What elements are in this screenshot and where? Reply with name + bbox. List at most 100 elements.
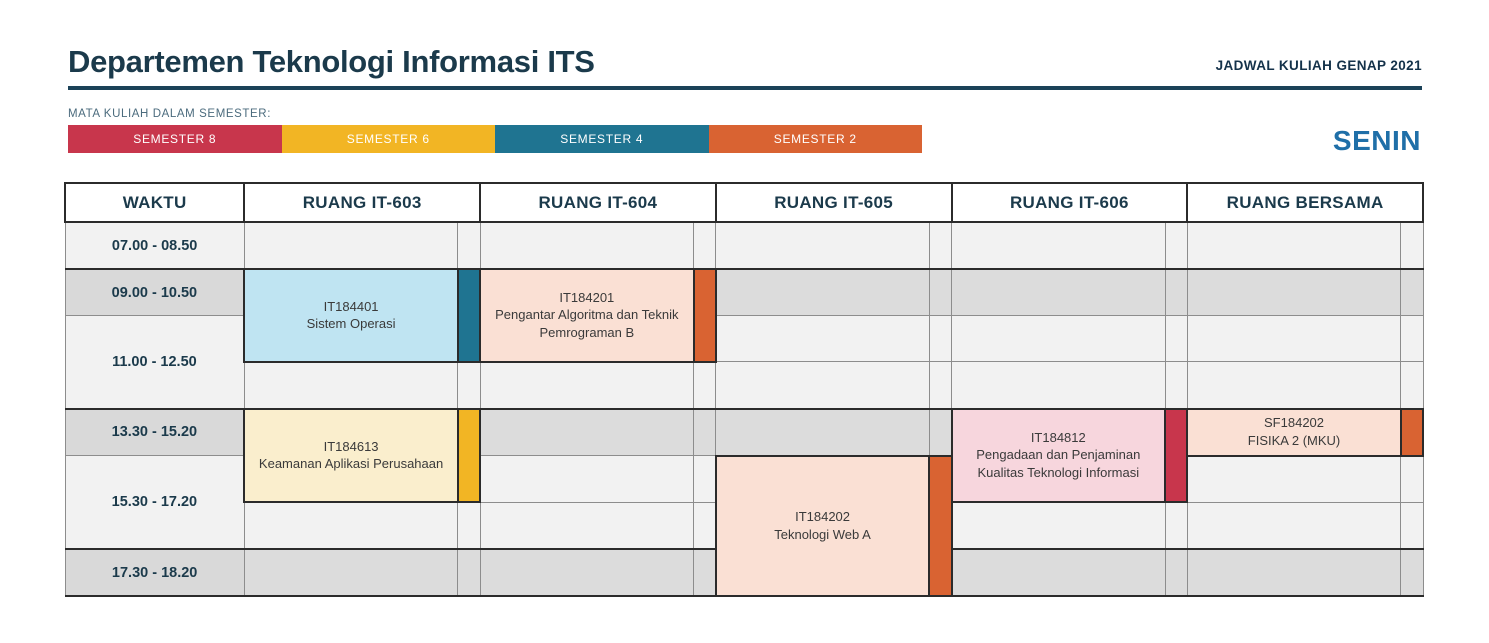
strip-it606-r2 (1164, 268, 1188, 316)
cell-it606-r2[interactable] (951, 268, 1166, 316)
cell-it603-r7[interactable] (243, 501, 459, 550)
cell-it606-r3[interactable] (951, 315, 1166, 362)
cell-it603-r8[interactable] (243, 548, 459, 597)
cell-bersama-r1[interactable] (1186, 221, 1402, 270)
cell-bersama-r3[interactable] (1186, 315, 1402, 362)
accent-strip-semester-4 (456, 268, 482, 363)
course-block-it184401[interactable]: IT184401 Sistem Operasi (243, 268, 459, 363)
strip-it606-r1 (1164, 221, 1188, 270)
cell-it606-r4[interactable] (951, 361, 1166, 409)
cell-it605-r5[interactable] (715, 407, 930, 456)
cell-bersama-r4[interactable] (1186, 361, 1402, 409)
legend-item-semester-4[interactable]: SEMESTER 4 (495, 125, 709, 153)
strip-bersama-r7 (1400, 501, 1424, 550)
column-header-waktu: WAKTU (63, 182, 246, 223)
cell-it605-r1[interactable] (715, 221, 930, 270)
strip-bersama-r8 (1400, 548, 1424, 597)
cell-it604-r4[interactable] (479, 361, 695, 409)
table-row: 11.00 - 12.50 (64, 315, 1424, 409)
course-block-it184613[interactable]: IT184613 Keamanan Aplikasi Perusahaan (243, 407, 459, 503)
table-row: 09.00 - 10.50 IT184401 Sistem Operasi IT… (64, 268, 1424, 363)
course-code: IT184201 (559, 289, 615, 305)
cell-it606-r7[interactable] (951, 501, 1166, 550)
course-name: FISIKA 2 (MKU) (1247, 433, 1341, 448)
course-name: Keamanan Aplikasi Perusahaan (258, 456, 444, 472)
cell-it605-r4[interactable] (715, 361, 930, 409)
strip-it604-r5 (693, 407, 717, 456)
strip-bersama-r1 (1400, 221, 1424, 270)
cell-it604-r1[interactable] (479, 221, 695, 270)
course-code: IT184812 (1030, 429, 1086, 445)
strip-it603-r1 (457, 221, 481, 270)
course-block-sf184202[interactable]: SF184202 FISIKA 2 (MKU) (1186, 407, 1402, 457)
day-label: SENIN (1332, 125, 1421, 156)
time-slot-0900: 09.00 - 10.50 (64, 268, 245, 316)
time-slot-1730: 17.30 - 18.20 (64, 548, 245, 597)
legend-item-semester-2[interactable]: SEMESTER 2 (708, 125, 922, 153)
cell-it605-r2[interactable] (715, 268, 930, 316)
course-name: Sistem Operasi (306, 316, 396, 332)
course-block-it184812[interactable]: IT184812 Pengadaan dan Penjaminan Kualit… (950, 407, 1167, 503)
course-block-it184202[interactable]: IT184202 Teknologi Web A (714, 454, 931, 597)
cell-it605-r3[interactable] (715, 315, 930, 362)
cell-it604-r6[interactable] (479, 455, 695, 503)
strip-it604-r8 (693, 548, 717, 597)
accent-strip-semester-2 (692, 268, 717, 363)
strip-bersama-r3 (1400, 315, 1424, 362)
course-code: IT184202 (795, 509, 851, 525)
strip-it604-r4 (693, 361, 717, 409)
cell-it604-r5[interactable] (479, 407, 695, 456)
time-slot-0700: 07.00 - 08.50 (64, 221, 245, 270)
legend-item-semester-6[interactable]: SEMESTER 6 (281, 125, 495, 153)
course-code: IT184613 (323, 438, 379, 454)
column-header-it-604: RUANG IT-604 (479, 182, 717, 223)
table-row: 07.00 - 08.50 (64, 221, 1424, 270)
column-header-it-606: RUANG IT-606 (950, 182, 1189, 223)
cell-bersama-r6[interactable] (1186, 455, 1402, 503)
strip-it604-r1 (693, 221, 717, 270)
strip-it606-r8 (1164, 548, 1188, 597)
strip-bersama-r4 (1400, 361, 1424, 409)
cell-it606-r1[interactable] (951, 221, 1166, 270)
accent-strip-semester-2-it605 (928, 454, 953, 597)
strip-it606-r4 (1164, 361, 1188, 409)
course-block-it184201[interactable]: IT184201 Pengantar Algoritma dan Teknik … (479, 268, 695, 363)
table-header-row: WAKTU RUANG IT-603 RUANG IT-604 RUANG IT… (63, 182, 1424, 223)
table-row: 13.30 - 15.20 IT184613 Keamanan Aplikasi… (64, 407, 1425, 503)
cell-it603-r1[interactable] (243, 221, 459, 270)
schedule-period-label: JADWAL KULIAH GENAP 2021 (1215, 57, 1422, 73)
cell-it606-r8[interactable] (951, 548, 1166, 597)
course-code: SF184202 (1264, 415, 1325, 431)
header-divider (68, 85, 1422, 90)
course-name: Pengadaan dan Penjaminan Kualitas Teknol… (976, 447, 1141, 481)
strip-it604-r6 (693, 455, 717, 503)
strip-it605-r4 (928, 361, 953, 409)
cell-it604-r8[interactable] (479, 548, 695, 597)
legend-item-semester-8[interactable]: SEMESTER 8 (68, 125, 282, 153)
column-header-ruang-bersama: RUANG BERSAMA (1186, 182, 1424, 223)
strip-it603-r7 (457, 501, 481, 550)
time-slot-1100: 11.00 - 12.50 (64, 315, 245, 409)
table-row: 15.30 - 17.20 IT184202 Teknologi Web A (64, 454, 1424, 597)
strip-it603-r4 (457, 361, 481, 409)
cell-it604-r7[interactable] (479, 501, 695, 550)
strip-it603-r8 (457, 548, 481, 597)
strip-it605-r2 (928, 268, 953, 316)
accent-strip-semester-8 (1164, 407, 1189, 503)
column-header-it-603: RUANG IT-603 (243, 182, 482, 223)
table-row (65, 501, 1424, 550)
strip-bersama-r6 (1400, 455, 1424, 503)
cell-bersama-r2[interactable] (1186, 268, 1402, 316)
page-title: Departemen Teknologi Informasi ITS (68, 44, 595, 79)
strip-it606-r7 (1164, 501, 1188, 550)
cell-bersama-r7[interactable] (1186, 501, 1402, 550)
course-name: Teknologi Web A (774, 526, 871, 542)
cell-bersama-r8[interactable] (1186, 548, 1402, 597)
course-code: IT184401 (323, 298, 379, 314)
page-header: Departemen Teknologi Informasi ITS JADWA… (68, 44, 1422, 90)
cell-it603-r4[interactable] (243, 361, 459, 409)
column-header-it-605: RUANG IT-605 (714, 182, 953, 223)
accent-strip-semester-6 (456, 407, 482, 503)
strip-it605-r5 (928, 407, 953, 456)
strip-it605-r1 (928, 221, 953, 270)
